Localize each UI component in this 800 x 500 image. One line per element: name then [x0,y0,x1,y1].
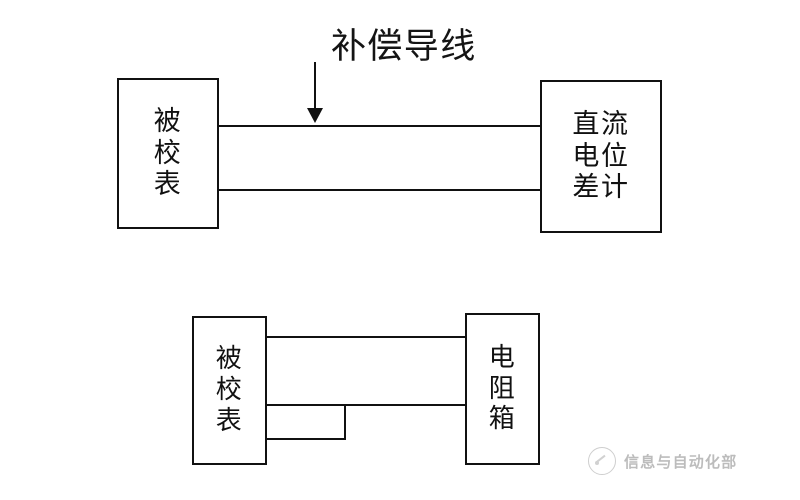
box-line: 阻 [488,373,517,404]
box-line: 差计 [572,172,630,204]
wire-lower-middle [265,404,467,406]
box-line: 校 [153,137,183,169]
down-arrow-icon [307,108,323,123]
box-dc-potentiometer[interactable]: 直流 电位 差计 [540,80,662,233]
wire-upper-top [216,125,542,127]
wire-lower-top [265,336,467,338]
wire-lower-jumper-bottom [265,438,346,440]
box-line: 箱 [488,404,517,435]
box-line: 被 [153,105,183,137]
box-line: 电 [488,342,517,373]
box-line: 直流 [572,108,630,140]
box-device-under-test-lower[interactable]: 被 校 表 [192,316,267,465]
annotation-arrow-shaft [314,62,316,109]
box-line: 被 [215,344,244,375]
annotation-label-compensation-wire: 补偿导线 [331,27,477,67]
wire-lower-jumper-vertical [344,404,346,440]
box-line: 电位 [572,140,630,172]
watermark: 信息与自动化部 [588,447,737,475]
wire-upper-bottom [216,189,542,191]
box-line: 表 [215,405,244,436]
box-resistance-box[interactable]: 电 阻 箱 [465,313,540,465]
box-line: 表 [153,169,183,201]
box-line: 校 [215,375,244,406]
circular-logo-icon [588,447,616,475]
box-device-under-test-upper[interactable]: 被 校 表 [117,78,219,229]
watermark-text: 信息与自动化部 [624,452,738,471]
